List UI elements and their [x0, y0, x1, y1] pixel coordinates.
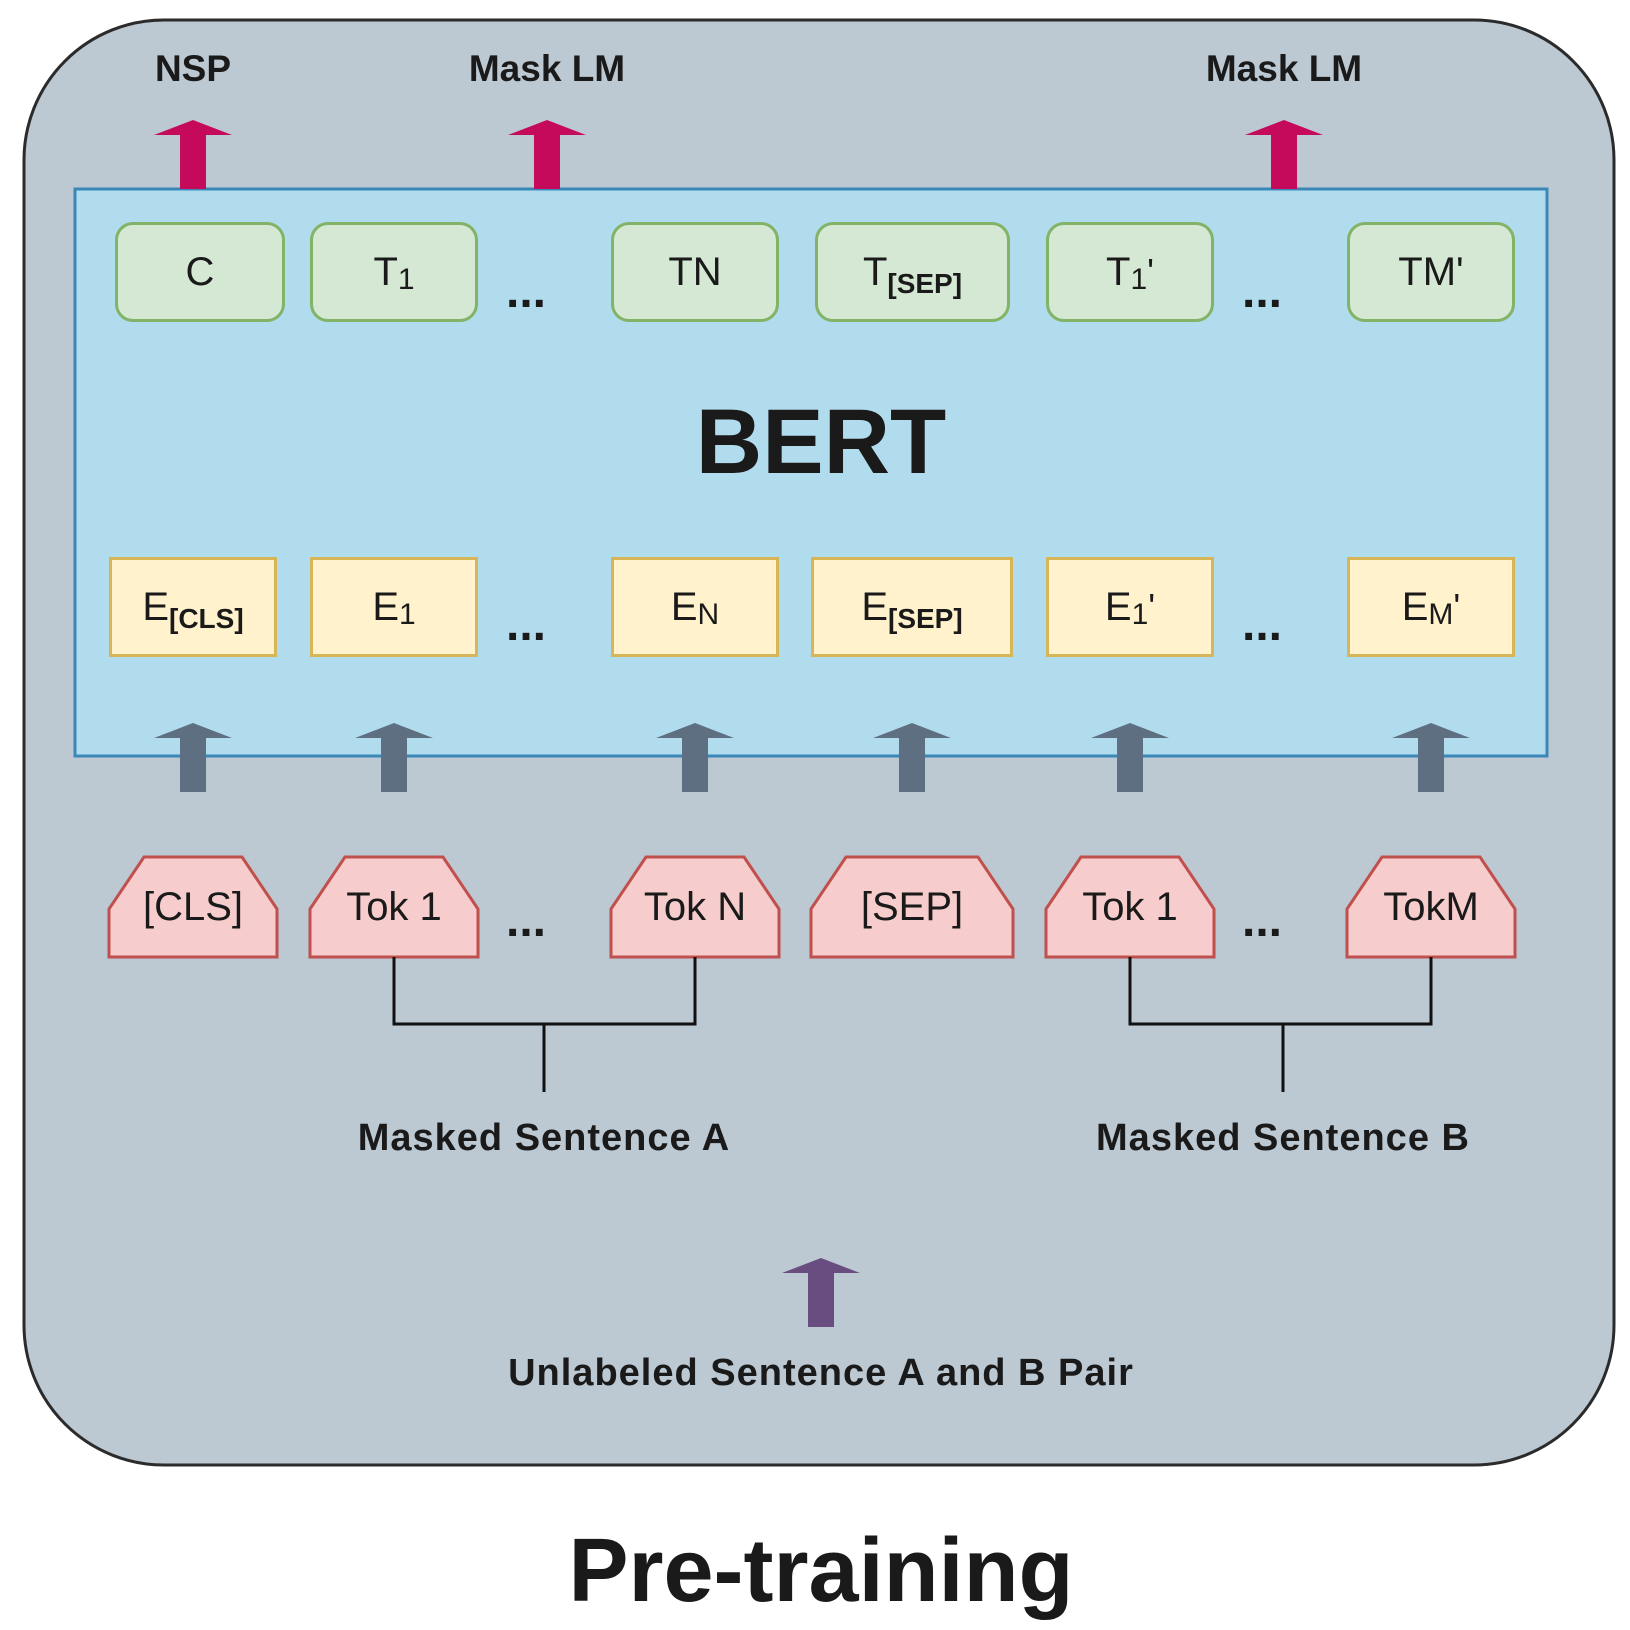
input-arrow-tokn — [656, 723, 734, 792]
unlabeled-input-arrow — [782, 1258, 860, 1327]
token-cls: [CLS] — [142, 885, 244, 929]
token-tok1-a: Tok 1 — [346, 885, 442, 929]
masked-sentence-b-label: Masked Sentence B — [1096, 1117, 1470, 1159]
input-arrow-sep — [873, 723, 951, 792]
t-box-tsep-text: T — [862, 250, 888, 294]
t-box-t1-prime-mark: ' — [1147, 251, 1154, 292]
unlabeled-pair-label: Unlabeled Sentence A and B Pair — [508, 1352, 1134, 1394]
e-box-cls: E[CLS] — [109, 557, 277, 657]
nsp-output-arrow — [154, 120, 232, 189]
token-tokm: TokM — [1383, 885, 1479, 929]
token-tokn: Tok N — [643, 885, 747, 929]
t-box-t1-text: T — [373, 250, 398, 294]
token-shape-sep — [809, 855, 1015, 959]
e-row-ellipsis-a: ... — [505, 598, 546, 651]
t-box-c: C — [115, 222, 285, 322]
t-box-t1-sub: 1 — [397, 263, 415, 296]
token-shape-tokm — [1345, 855, 1517, 959]
t-box-tm-prime-text: TM' — [1398, 250, 1464, 294]
mask-lm-a-output-arrow — [508, 120, 586, 189]
token-tok1-b: Tok 1 — [1082, 885, 1178, 929]
e-box-cls-sub: [CLS] — [169, 603, 244, 634]
e-box-e1-prime-mark: ' — [1148, 586, 1156, 627]
t-box-tn: TN — [611, 222, 779, 322]
e-box-en-text: E — [670, 585, 698, 629]
input-arrow-tok1-a — [355, 723, 433, 792]
e-row-ellipsis-b: ... — [1241, 598, 1282, 651]
mask-lm-a-label: Mask LM — [468, 48, 626, 89]
t-box-tn-text: TN — [668, 250, 722, 294]
e-box-em-prime-sub: M — [1428, 598, 1454, 631]
token-row-ellipsis-b: ... — [1241, 894, 1282, 947]
token-sep: [SEP] — [860, 885, 964, 929]
t-box-tsep: T[SEP] — [815, 222, 1010, 322]
token-shape-tok1-b — [1044, 855, 1216, 959]
t-box-t1-prime-text: T — [1106, 250, 1131, 294]
e-box-e1-sub: 1 — [399, 598, 416, 631]
e-box-e1-prime-sub: 1 — [1131, 598, 1149, 631]
mask-lm-b-output-arrow — [1245, 120, 1323, 189]
t-box-tsep-sub: [SEP] — [887, 268, 963, 299]
input-arrow-tokm — [1392, 723, 1470, 792]
e-box-en-sub: N — [697, 598, 720, 631]
e-box-sep-sub: [SEP] — [888, 603, 963, 634]
nsp-label: NSP — [154, 48, 232, 89]
t-box-tm-prime: TM' — [1347, 222, 1515, 322]
t-row-ellipsis-a: ... — [505, 265, 546, 318]
token-shape-tokn — [609, 855, 781, 959]
token-shape-cls — [107, 855, 279, 959]
e-box-sep-text: E — [861, 585, 888, 629]
e-box-cls-text: E — [142, 585, 170, 629]
e-box-e1-text: E — [372, 585, 399, 629]
token-row-ellipsis-a: ... — [505, 894, 546, 947]
t-box-c-text: C — [185, 250, 215, 294]
e-box-em-prime-text: E — [1401, 585, 1429, 629]
e-box-sep: E[SEP] — [811, 557, 1013, 657]
t-row-ellipsis-b: ... — [1241, 265, 1282, 318]
e-box-em-prime-mark: ' — [1453, 586, 1461, 627]
e-box-e1-prime-text: E — [1104, 585, 1132, 629]
bracket-sentence-b — [1128, 957, 1433, 1026]
masked-sentence-a-label: Masked Sentence A — [357, 1117, 731, 1159]
input-arrow-tok1-b — [1091, 723, 1169, 792]
bert-title: BERT — [695, 391, 947, 493]
t-box-t1-prime-sub: 1 — [1130, 263, 1148, 296]
input-arrow-cls — [154, 723, 232, 792]
token-shape-tok1-a — [308, 855, 480, 959]
pretraining-title: Pre-training — [568, 1521, 1074, 1621]
mask-lm-b-label: Mask LM — [1205, 48, 1363, 89]
